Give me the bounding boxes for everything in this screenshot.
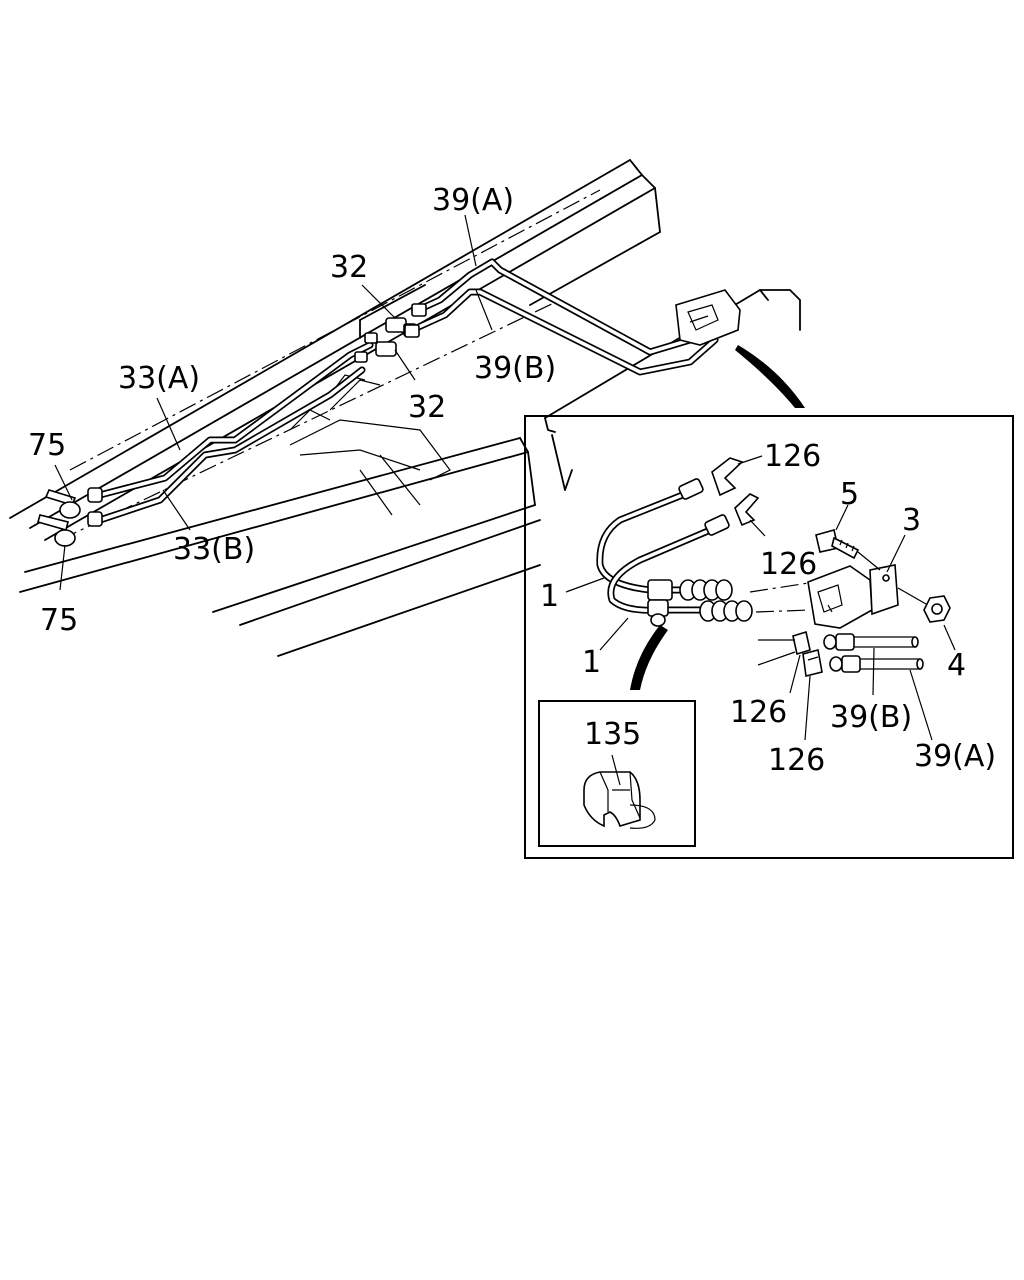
hose-end-fittings [647,579,753,627]
callout-135: 135 [584,717,641,752]
callout-126-b: 126 [760,547,817,582]
bolt-5 [815,529,881,571]
flexible-hose-1-upper [596,478,704,594]
callout-32-top: 32 [330,250,368,285]
frame-rail-right [544,289,801,491]
callout-39a-top: 39(A) [432,183,514,218]
brake-pipe-39b [408,288,719,376]
assembly-line-2 [755,609,811,613]
hose-clip-135 [583,771,656,829]
connector-32-lower [375,341,397,357]
frame-rail-lower [19,437,541,657]
callout-1-a: 1 [540,579,559,614]
callout-39b-top: 39(B) [474,351,556,386]
pipe-end-39a [829,655,924,673]
detail-pointer-upper [735,345,805,408]
clip-126-c [757,630,811,666]
detail-pointer-inset [630,625,668,690]
callout-33b: 33(B) [173,532,255,567]
callout-126-d: 126 [768,743,825,778]
pipe-fittings-left [87,332,378,527]
nut-4 [897,587,951,623]
flexible-hose-75-lower [37,514,76,547]
callout-75-top: 75 [28,428,66,463]
clip-126-a [711,457,744,497]
inset-box-135 [538,700,696,847]
callout-39b-detail: 39(B) [830,700,912,735]
pipe-bracket-front [675,289,741,346]
frame-crossmember [289,374,451,516]
callout-4: 4 [947,648,966,683]
assembly-line-1 [749,581,816,593]
callout-1-b: 1 [582,645,601,680]
frame-centerline [69,189,601,471]
frame-centerline-lower [59,299,561,541]
callout-3: 3 [902,503,921,538]
pipe-fittings-mid [404,303,427,338]
callout-39a-detail: 39(A) [914,739,996,774]
pipe-end-39b [823,633,919,651]
clip-126-b [734,493,760,527]
callout-5: 5 [840,477,859,512]
leader-lines-detail [565,455,956,741]
clip-126-d [802,649,823,677]
detail-view-box: 126 126 126 126 5 3 1 1 4 39(B) 39(A) 13… [524,415,1014,859]
callout-126-a: 126 [764,439,821,474]
leader-lines-main [54,214,493,591]
flexible-hose-1-lower [607,514,730,614]
callout-33a: 33(A) [118,361,200,396]
callout-126-c: 126 [730,695,787,730]
brake-pipe-39a [414,258,724,356]
brake-pipe-33a [96,341,374,499]
flexible-hose-75-upper [44,489,81,519]
bracket-3 [807,564,899,629]
callout-32-bottom: 32 [408,390,446,425]
brake-pipe-33b [96,366,366,524]
callout-75-bottom: 75 [40,603,78,638]
